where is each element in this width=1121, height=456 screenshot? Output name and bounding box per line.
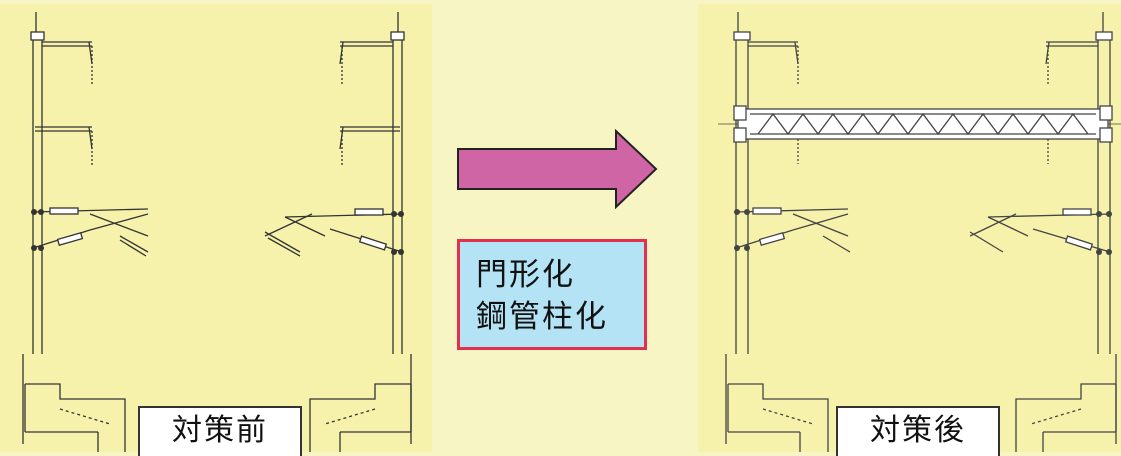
right-arrow-icon [457,129,658,209]
after-diagram-panel: 対策後 [698,4,1121,456]
after-caption: 対策後 [836,406,1000,456]
before-diagram-panel: 対策前 [0,4,432,456]
measure-portal-frame: 門形化 [476,257,575,293]
measure-steel-pipe-pole: 鋼管柱化 [476,299,608,335]
after-structure-drawing [718,12,1121,452]
before-structure-drawing [22,12,412,452]
before-caption: 対策前 [138,406,302,456]
countermeasure-label-box: 門形化 鋼管柱化 [457,239,647,350]
